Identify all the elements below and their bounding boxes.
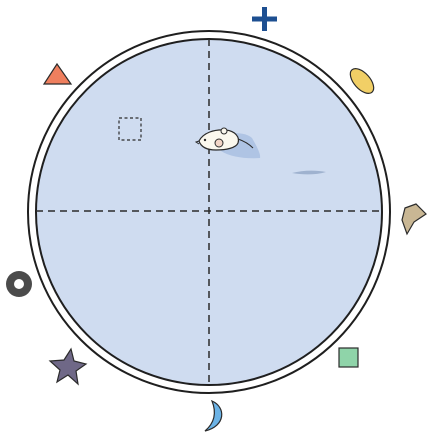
rat-ear	[215, 139, 223, 147]
square-icon	[339, 348, 358, 367]
rat-eye	[204, 139, 206, 141]
oval-icon	[346, 64, 378, 97]
rat-ear-back	[221, 128, 227, 134]
triangle-icon	[44, 64, 71, 84]
crescent-icon	[205, 401, 222, 431]
ring-icon	[6, 271, 32, 297]
plus-icon	[252, 7, 277, 31]
pentagon-icon	[402, 204, 426, 234]
star-icon	[50, 349, 86, 384]
pool	[28, 31, 390, 393]
